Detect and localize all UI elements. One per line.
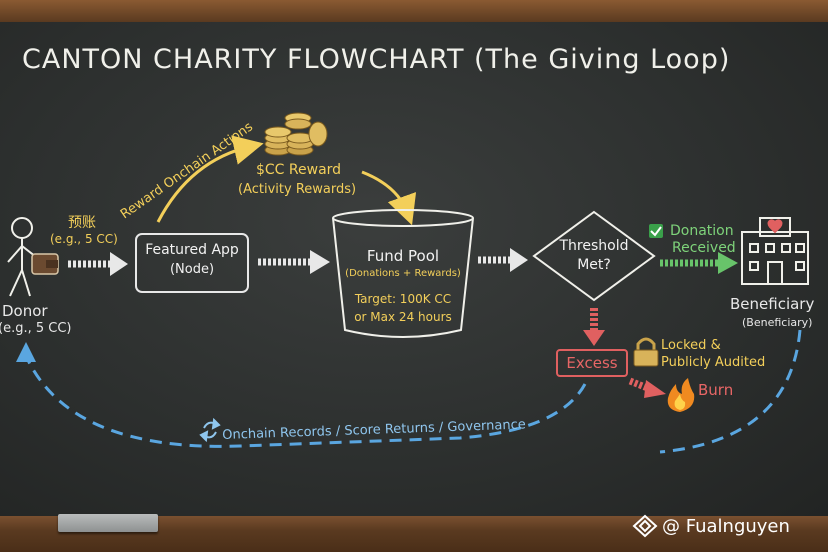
- fund-pool-target-2: or Max 24 hours: [333, 310, 473, 324]
- donor-to-app-arrow: [68, 252, 128, 276]
- locked-label-2: Publicly Audited: [661, 355, 765, 370]
- beneficiary-building-icon: [742, 218, 808, 284]
- cc-reward-label: $CC Reward: [256, 162, 341, 178]
- fund-pool-label: Fund Pool: [333, 247, 473, 265]
- featured-app-sub: (Node): [136, 262, 248, 277]
- lock-icon: [634, 339, 658, 366]
- beneficiary-label: Beneficiary: [730, 295, 814, 313]
- coins-icon: [265, 113, 327, 155]
- threshold-label-1: Threshold: [544, 238, 644, 254]
- locked-label-1: Locked &: [661, 338, 721, 353]
- loop-arrowhead-icon: [16, 342, 36, 362]
- fund-pool-sub: (Donations + Rewards): [333, 268, 473, 279]
- fund-pool-target-1: Target: 100K CC: [333, 292, 473, 306]
- watermark-text: @ Fualnguyen: [632, 516, 790, 537]
- threshold-to-excess-arrow: [583, 308, 605, 346]
- donation-received-1: Donation: [670, 223, 734, 239]
- check-icon: [649, 224, 663, 238]
- donor-label: Donor: [2, 302, 48, 320]
- threshold-label-2: Met?: [544, 257, 644, 273]
- cc-reward-sub: (Activity Rewards): [238, 182, 356, 197]
- wallet-icon: [32, 254, 58, 274]
- page-title: CANTON CHARITY FLOWCHART (The Giving Loo…: [22, 44, 730, 75]
- fire-icon: [668, 378, 694, 412]
- donor-amount-sub: (e.g., 5 CC): [50, 232, 118, 246]
- threshold-diamond: [534, 212, 654, 300]
- excess-to-burn-arrow: [630, 380, 666, 398]
- donation-received-2: Received: [672, 240, 736, 256]
- watermark-handle: @ Fualnguyen: [662, 516, 790, 537]
- featured-app-label: Featured App: [136, 242, 248, 258]
- donor-sub: (e.g., 5 CC): [0, 321, 71, 336]
- excess-label: Excess: [557, 354, 627, 372]
- donor-amount-cn: 预账: [68, 212, 96, 232]
- beneficiary-sub: (Beneficiary): [742, 316, 812, 329]
- app-to-pool-arrow: [258, 250, 330, 274]
- reward-to-pool-arrow: [362, 172, 408, 214]
- burn-label: Burn: [698, 381, 733, 399]
- pool-to-threshold-arrow: [478, 248, 528, 272]
- refresh-icon: [201, 420, 219, 440]
